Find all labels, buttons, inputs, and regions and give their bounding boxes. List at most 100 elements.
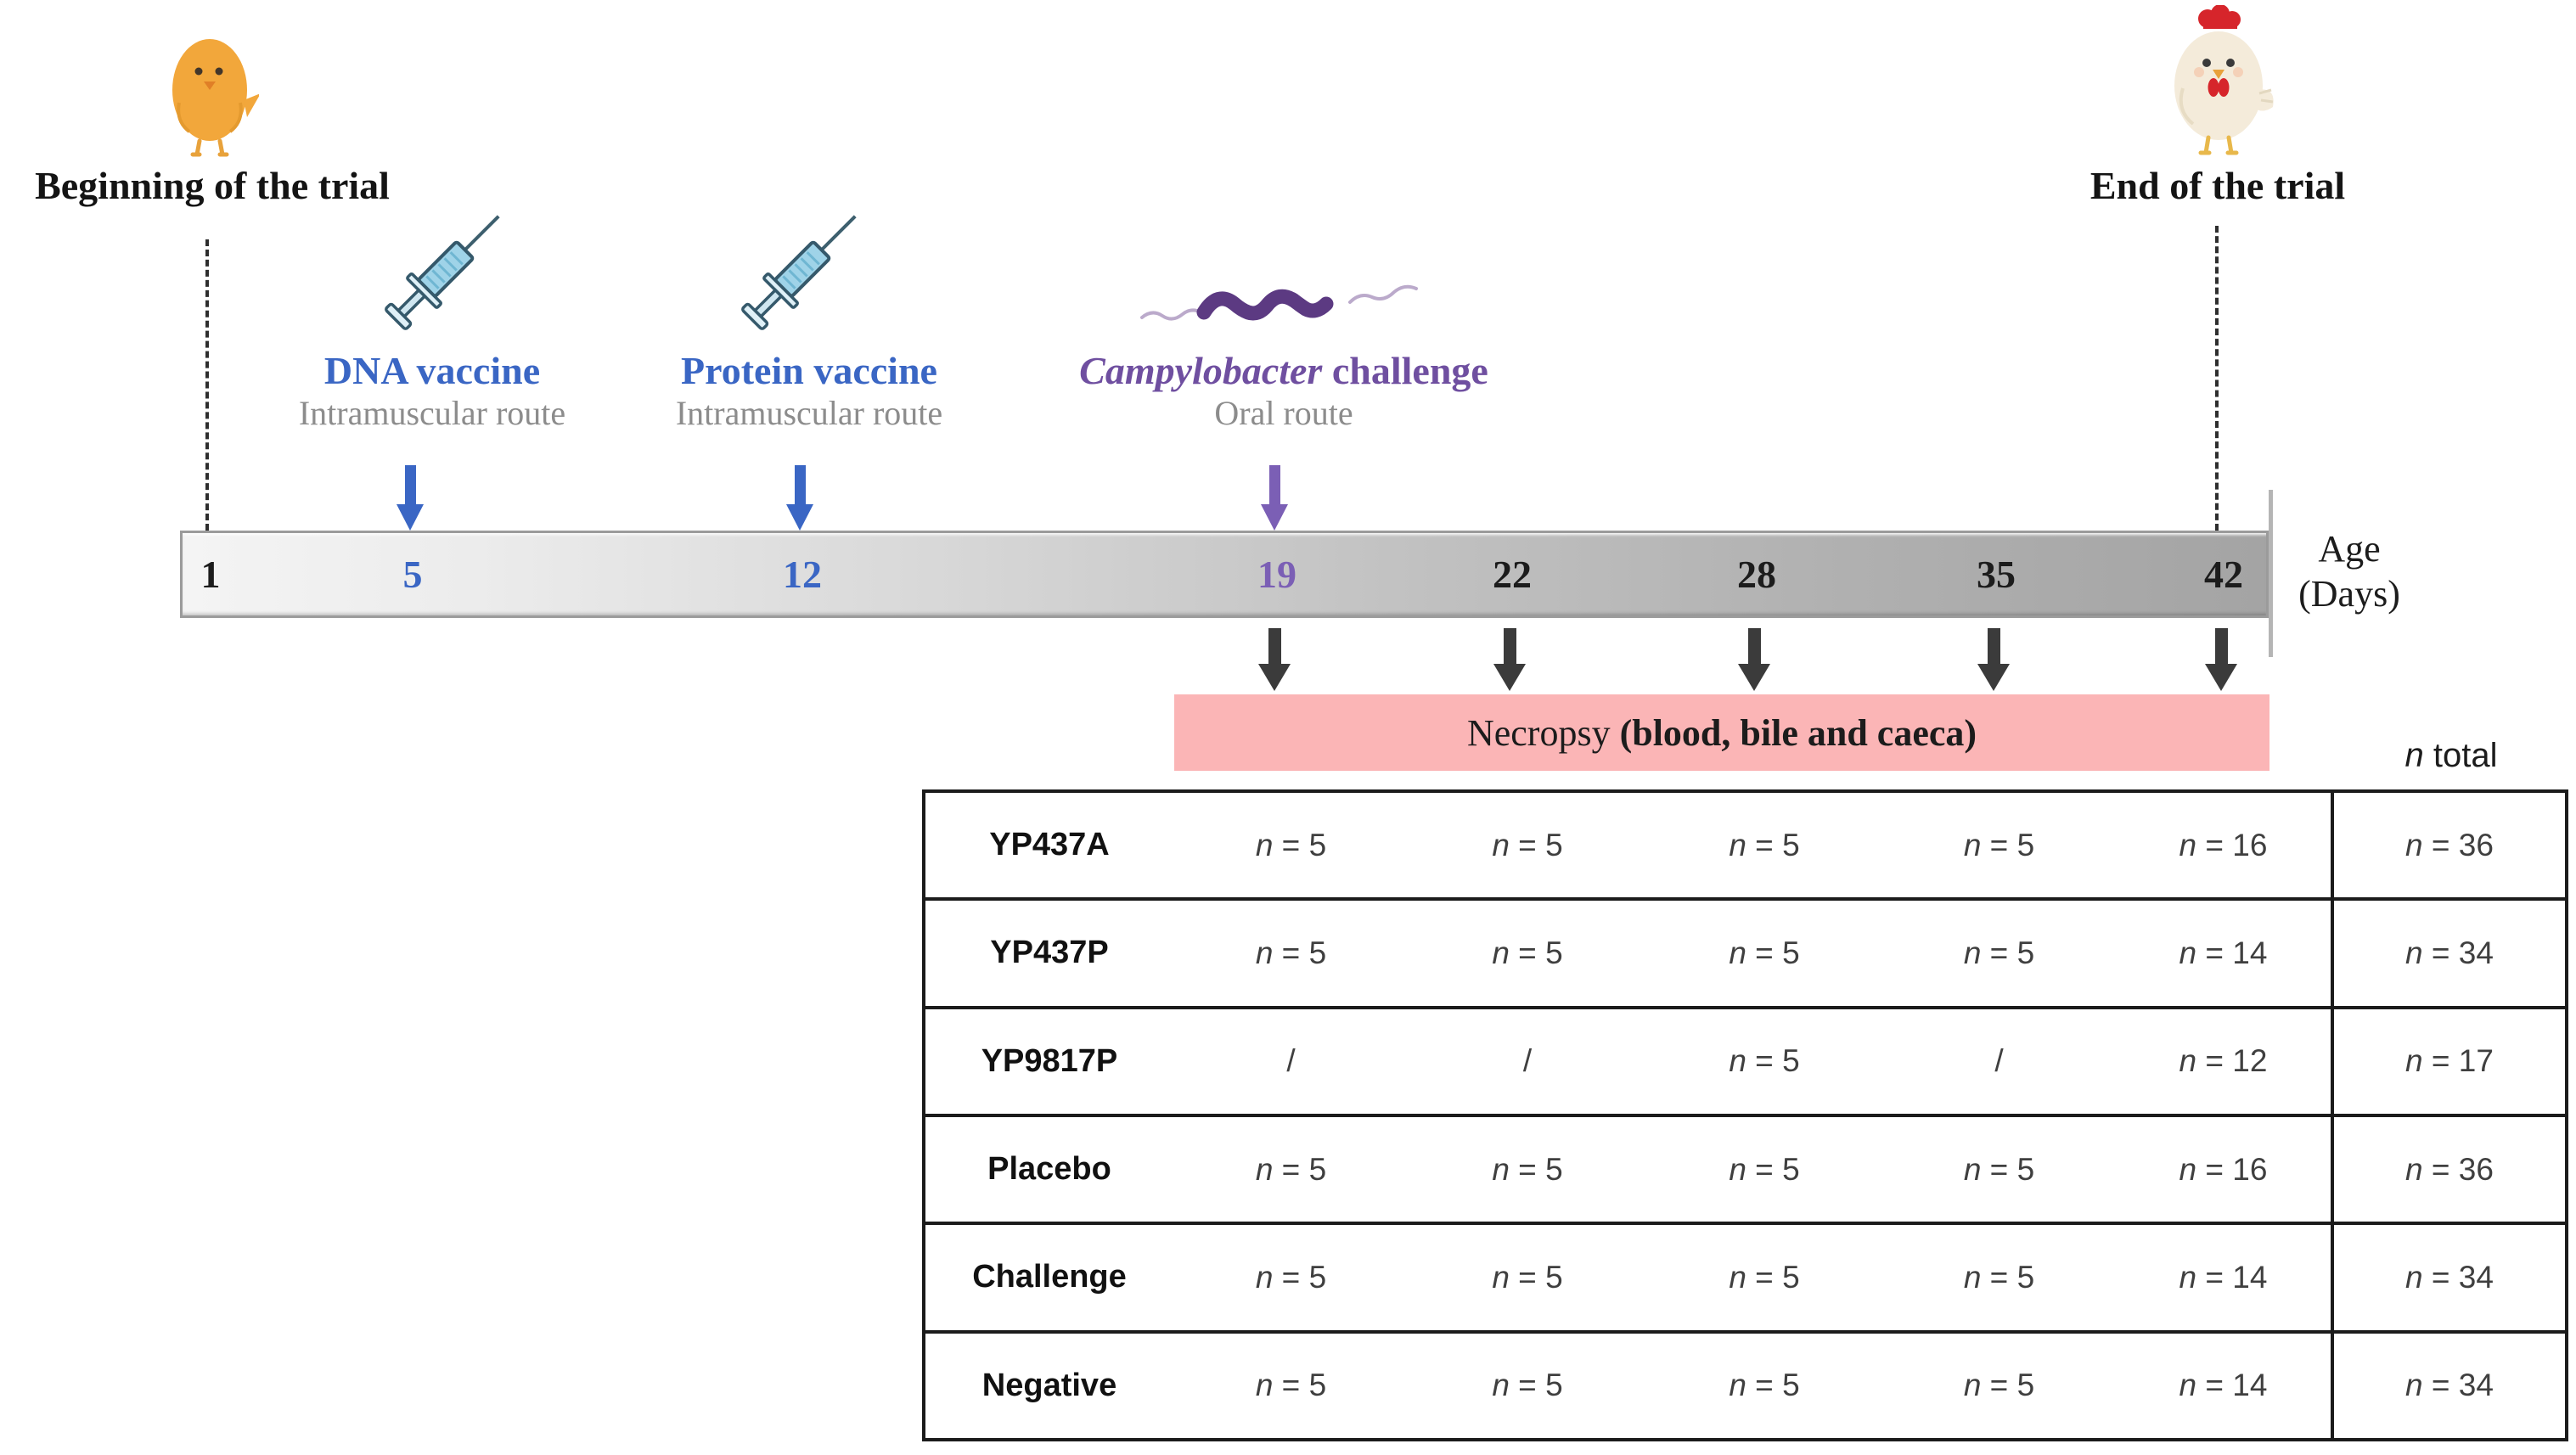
row-Challenge-cell-0: n = 5	[1255, 1259, 1327, 1295]
campylobacter-italic: Campylobacter	[1079, 349, 1323, 392]
timeline-day-28: 28	[1737, 553, 1776, 596]
row-label: YP437P	[990, 935, 1109, 971]
event-dna-route: Intramuscular route	[298, 394, 566, 432]
row-YP437A-cell-3: n = 5	[1963, 827, 2035, 862]
hen-icon	[2174, 5, 2274, 155]
necropsy-arrow-3	[1977, 628, 2010, 691]
necropsy-arrow-3-shaft	[1987, 628, 2000, 664]
event-dna: DNA vaccine Intramuscular route	[262, 348, 602, 433]
row-YP9817P-cell-4: n = 12	[2179, 1043, 2268, 1079]
protein-syringe-icon	[741, 215, 857, 330]
necropsy-text-regular: Necropsy	[1466, 711, 1611, 754]
chick-icon	[172, 39, 259, 157]
timeline-day-22: 22	[1493, 553, 1532, 596]
event-challenge: Campylobacter challenge Oral route	[1071, 348, 1496, 433]
row-YP9817P-cell-2: n = 5	[1729, 1043, 1800, 1079]
necropsy-arrow-1	[1493, 628, 1526, 691]
n-total-header: n total	[2334, 737, 2568, 775]
timeline-day-19: 19	[1257, 553, 1296, 596]
row-YP437A-cell-2: n = 5	[1729, 827, 1800, 862]
row-YP437A-cell-0: n = 5	[1255, 827, 1327, 862]
necropsy-arrow-2-head	[1738, 664, 1770, 691]
necropsy-arrow-2	[1738, 628, 1770, 691]
event-challenge-route: Oral route	[1214, 394, 1353, 432]
timeline-day-1: 1	[200, 553, 221, 596]
row-YP437P-cell-1: n = 5	[1492, 935, 1563, 970]
row-Challenge-cell-2: n = 5	[1729, 1259, 1800, 1295]
row-Negative-total: n = 34	[2331, 1333, 2565, 1438]
event-arrow-day-5-head	[397, 504, 424, 531]
necropsy-arrow-4-shaft	[2214, 628, 2228, 664]
timeline-day-5: 5	[402, 553, 423, 596]
event-protein-route: Intramuscular route	[675, 394, 943, 432]
row-Placebo-cell-3: n = 5	[1963, 1151, 2035, 1187]
row-YP437P-total: n = 34	[2331, 901, 2565, 1006]
row-YP437A-total: n = 36	[2331, 793, 2565, 898]
row-YP437P-cell-0: n = 5	[1255, 935, 1327, 970]
table-row-YP437P: YP437P n = 5 n = 5 n = 5 n = 5 n = 14 n = 34	[925, 897, 2565, 1006]
event-challenge-title: Campylobacter challenge	[1071, 348, 1496, 393]
row-Negative-cell-0: n = 5	[1255, 1368, 1327, 1403]
row-YP9817P-cell-3: /	[1994, 1043, 2004, 1079]
row-YP437P-cell-2: n = 5	[1729, 935, 1800, 970]
necropsy-arrow-1-head	[1493, 664, 1526, 691]
dna-syringe-icon	[385, 215, 500, 330]
necropsy-arrow-3-head	[1977, 664, 2010, 691]
necropsy-banner: Necropsy (blood, bile and caeca)	[1174, 694, 2269, 771]
event-protein-title: Protein vaccine	[681, 349, 937, 392]
row-YP437A-cell-1: n = 5	[1492, 827, 1563, 862]
necropsy-arrow-0-shaft	[1268, 628, 1281, 664]
necropsy-text-bold: (blood, bile and caeca)	[1619, 711, 1977, 754]
row-Negative-cell-1: n = 5	[1492, 1368, 1563, 1403]
age-axis-label: Age (Days)	[2277, 526, 2421, 616]
necropsy-arrow-0-head	[1258, 664, 1291, 691]
row-Challenge-total: n = 34	[2331, 1225, 2565, 1330]
event-arrow-day-5-shaft	[404, 465, 416, 504]
campylobacter-icon	[1140, 284, 1418, 321]
beginning-dashed-line	[205, 239, 209, 531]
end-label: End of the trial	[2089, 164, 2346, 207]
row-label: Placebo	[987, 1151, 1111, 1188]
event-arrow-day-19	[1261, 465, 1288, 531]
event-dna-title: DNA vaccine	[323, 349, 541, 392]
necropsy-arrow-1-shaft	[1503, 628, 1516, 664]
row-Negative-cell-2: n = 5	[1729, 1368, 1800, 1403]
row-Placebo-cell-1: n = 5	[1492, 1151, 1563, 1187]
necropsy-arrow-4-head	[2205, 664, 2237, 691]
row-Negative-cell-3: n = 5	[1963, 1368, 2035, 1403]
row-YP437P-cell-3: n = 5	[1963, 935, 2035, 970]
row-YP9817P-total: n = 17	[2331, 1008, 2565, 1114]
timeline-day-12: 12	[783, 553, 822, 596]
timeline-day-35: 35	[1977, 553, 2016, 596]
event-arrow-day-19-shaft	[1268, 465, 1280, 504]
event-arrow-day-12	[786, 465, 813, 531]
necropsy-arrow-2-shaft	[1747, 628, 1761, 664]
row-label: YP437A	[989, 827, 1110, 863]
event-arrow-day-19-head	[1261, 504, 1288, 531]
row-YP437P-cell-4: n = 14	[2179, 935, 2268, 970]
beginning-label: Beginning of the trial	[35, 164, 390, 207]
row-label: Challenge	[972, 1259, 1127, 1295]
age-axis-line1: Age	[2318, 528, 2381, 570]
end-dashed-line	[2215, 226, 2219, 531]
event-protein: Protein vaccine Intramuscular route	[639, 348, 979, 433]
n-total-rest: total	[2423, 737, 2498, 774]
challenge-word: challenge	[1322, 349, 1488, 392]
age-axis-line2: (Days)	[2298, 573, 2400, 615]
n-total-italic-n: n	[2404, 737, 2424, 774]
row-YP437A-cell-4: n = 16	[2179, 827, 2268, 862]
event-arrow-day-5	[397, 465, 424, 531]
event-arrow-day-12-head	[786, 504, 813, 531]
necropsy-arrow-0	[1258, 628, 1291, 691]
row-YP9817P-cell-1: /	[1522, 1043, 1533, 1079]
necropsy-arrow-4	[2205, 628, 2237, 691]
row-YP9817P-cell-0: /	[1286, 1043, 1296, 1079]
row-label: Negative	[981, 1367, 1117, 1403]
row-Placebo-total: n = 36	[2331, 1116, 2565, 1222]
row-Placebo-cell-0: n = 5	[1255, 1151, 1327, 1187]
